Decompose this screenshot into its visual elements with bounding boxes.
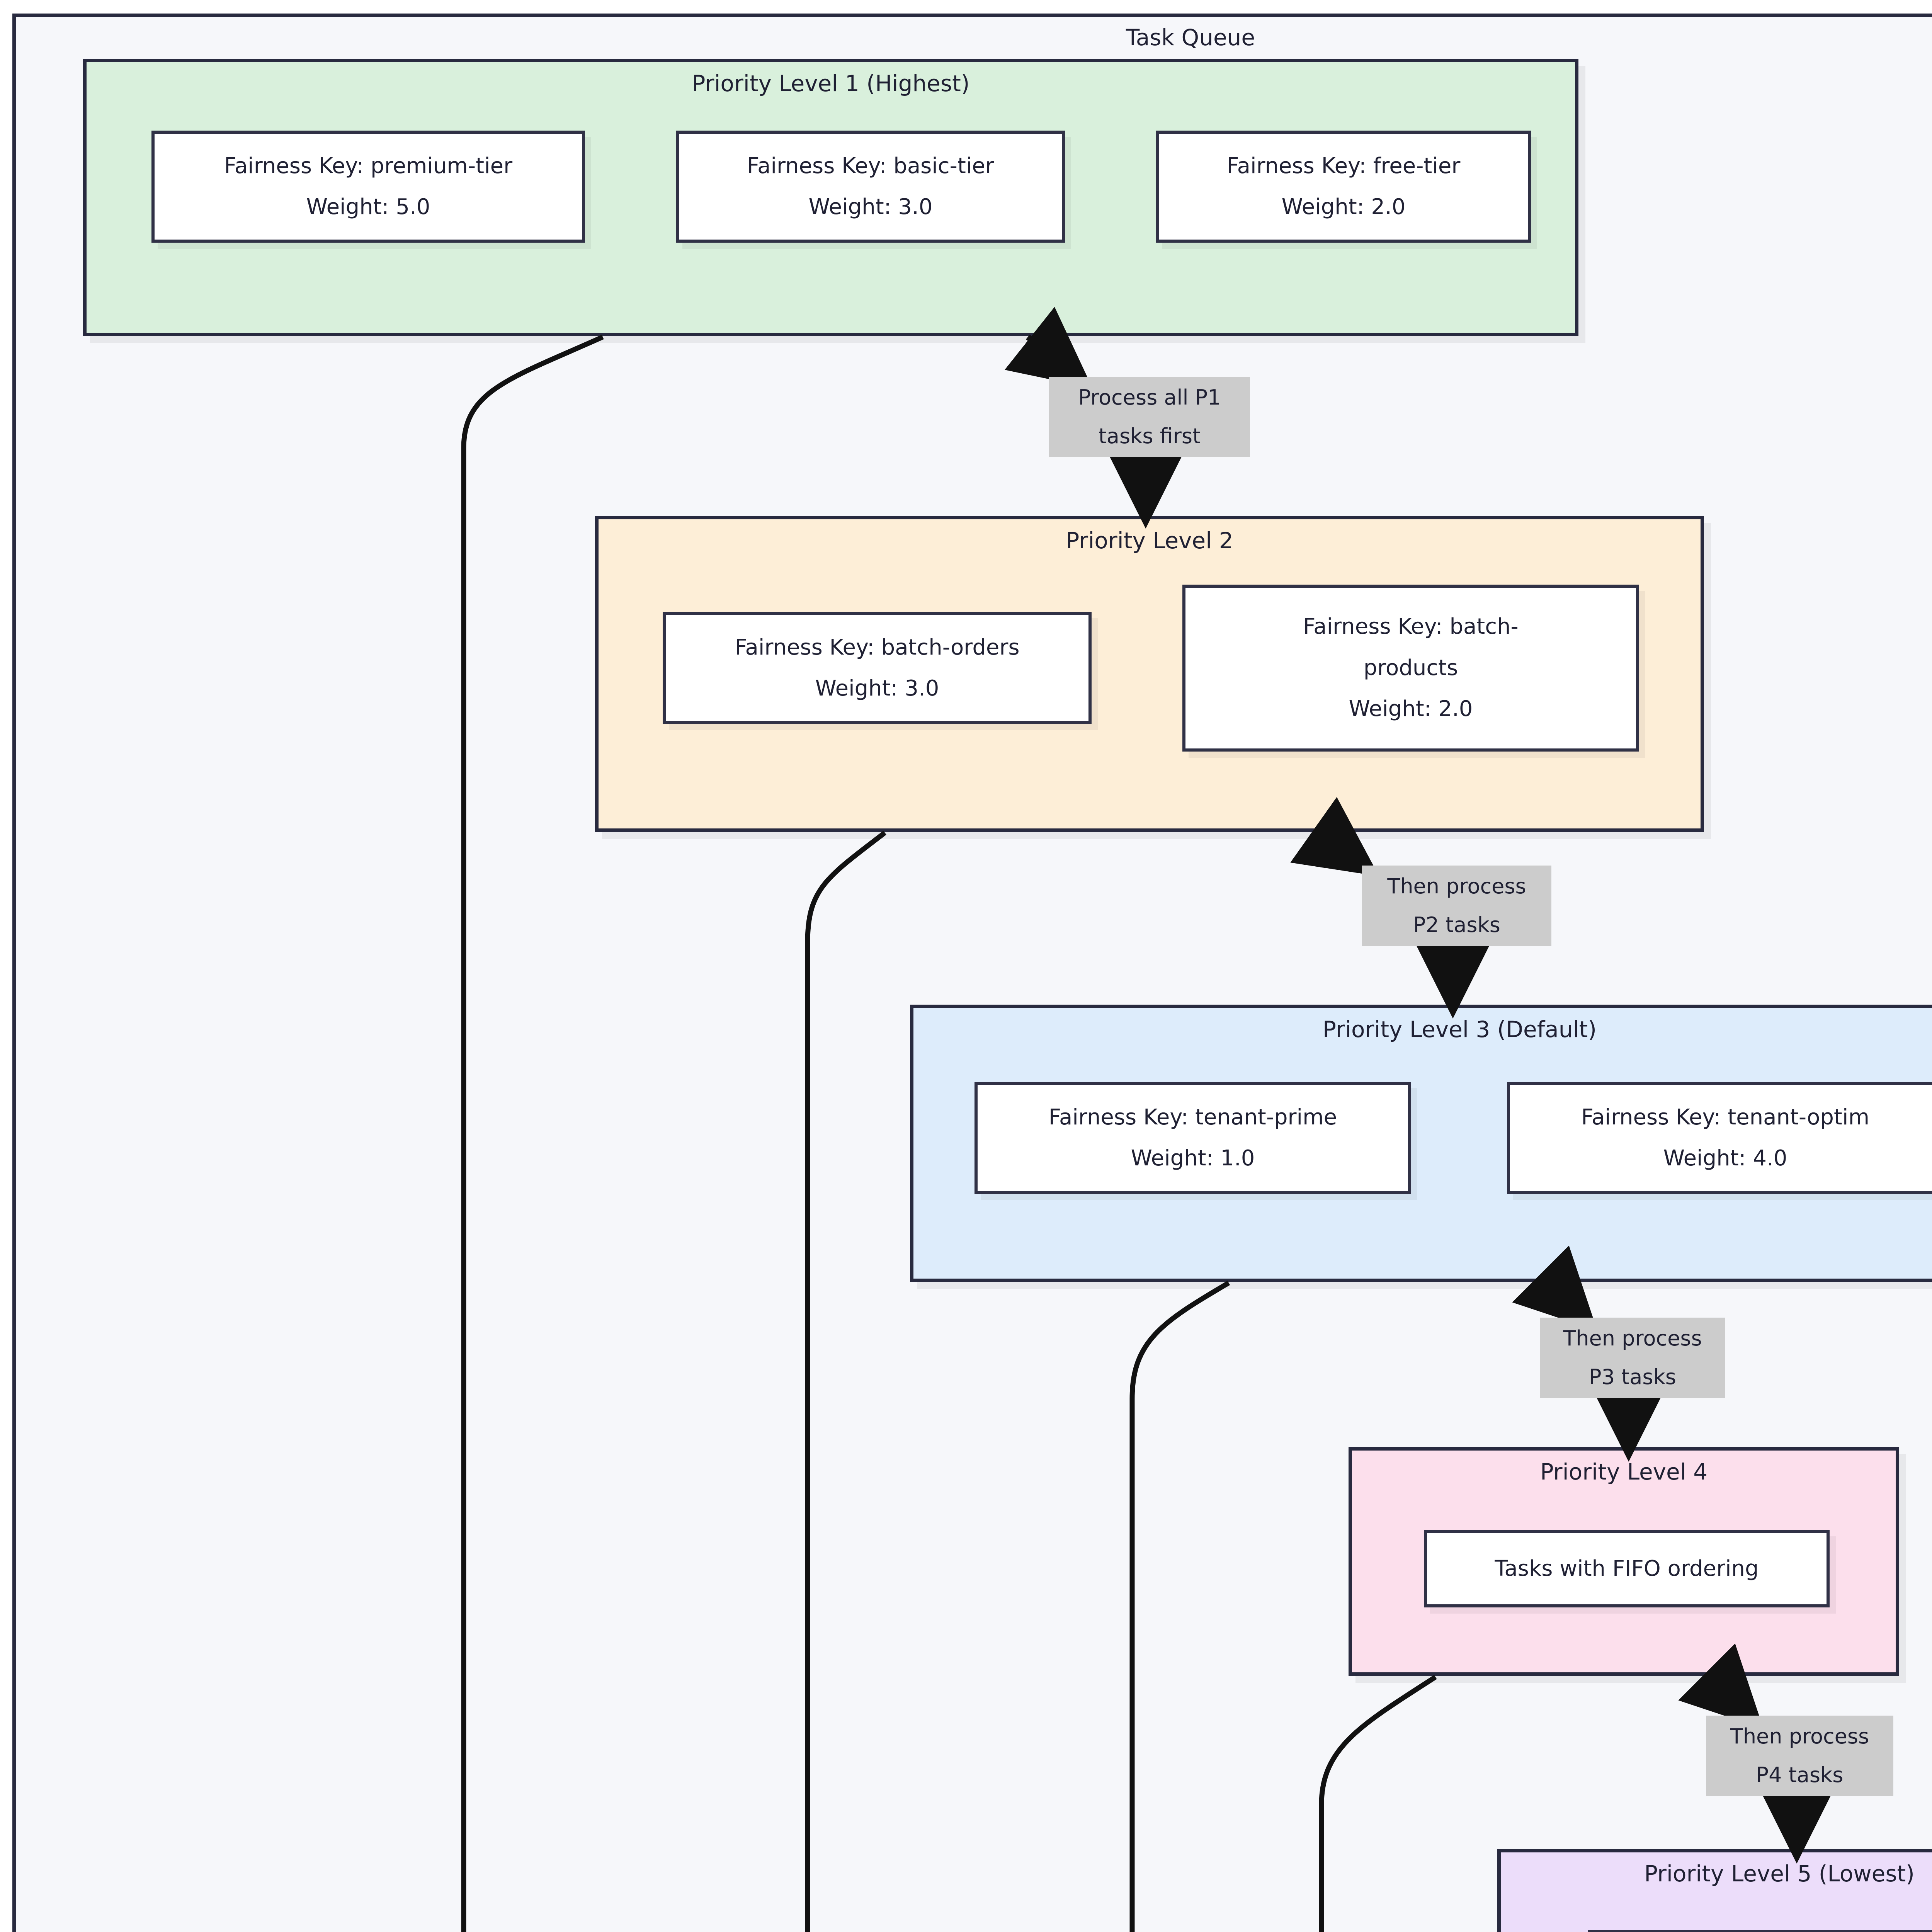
edge-label-line2: tasks first xyxy=(1098,423,1201,448)
fairness-key-label: Fairness Key: tenant-prime xyxy=(1048,1104,1337,1130)
fairness-node-basic-tier[interactable]: Fairness Key: basic-tier Weight: 3.0 xyxy=(676,131,1065,243)
edge-label-p3-p4: Then process P3 tasks xyxy=(1540,1318,1725,1398)
fairness-key-label: Fairness Key: free-tier xyxy=(1226,153,1461,179)
fairness-key-label: Fairness Key: basic-tier xyxy=(747,153,994,179)
weight-label: Weight: 2.0 xyxy=(1281,194,1406,219)
task-queue-title: Task Queue xyxy=(1126,24,1255,51)
fairness-key-label-cont: products xyxy=(1363,655,1458,680)
edge-label-line1: Then process xyxy=(1387,874,1526,898)
priority-level-5-group: Priority Level 5 (Lowest) xyxy=(1497,1849,1932,1932)
fairness-key-label: Fairness Key: premium-tier xyxy=(224,153,513,179)
priority-level-2-title: Priority Level 2 xyxy=(1066,527,1233,554)
weight-label: Weight: 4.0 xyxy=(1663,1146,1787,1171)
fairness-node-batch-orders[interactable]: Fairness Key: batch-orders Weight: 3.0 xyxy=(663,612,1092,724)
priority-level-5-title: Priority Level 5 (Lowest) xyxy=(1644,1861,1915,1887)
fairness-node-tenant-optim[interactable]: Fairness Key: tenant-optim Weight: 4.0 xyxy=(1507,1082,1932,1194)
weight-label: Weight: 1.0 xyxy=(1131,1146,1255,1171)
edge-label-line1: Then process xyxy=(1563,1326,1702,1350)
weight-label: Weight: 3.0 xyxy=(808,194,933,219)
fairness-key-label: Fairness Key: batch-orders xyxy=(735,634,1020,660)
weight-label: Weight: 3.0 xyxy=(815,676,939,701)
edge-label-line1: Then process xyxy=(1730,1724,1869,1748)
edge-label-p1-p2: Process all P1 tasks first xyxy=(1049,377,1250,457)
fifo-node-p4[interactable]: Tasks with FIFO ordering xyxy=(1424,1530,1830,1607)
fairness-node-free-tier[interactable]: Fairness Key: free-tier Weight: 2.0 xyxy=(1156,131,1531,243)
edge-label-line2: P3 tasks xyxy=(1589,1364,1676,1389)
fairness-key-label: Fairness Key: batch- xyxy=(1303,614,1519,639)
priority-level-3-title: Priority Level 3 (Default) xyxy=(1323,1016,1597,1043)
edge-label-line2: P2 tasks xyxy=(1413,912,1500,937)
priority-level-1-title: Priority Level 1 (Highest) xyxy=(692,70,970,97)
edge-label-p2-p3: Then process P2 tasks xyxy=(1362,866,1551,946)
edge-label-p4-p5: Then process P4 tasks xyxy=(1706,1716,1893,1796)
fairness-node-tenant-prime[interactable]: Fairness Key: tenant-prime Weight: 1.0 xyxy=(975,1082,1411,1194)
edge-label-line2: P4 tasks xyxy=(1756,1762,1844,1787)
weight-label: Weight: 5.0 xyxy=(306,194,430,219)
priority-level-4-title: Priority Level 4 xyxy=(1540,1459,1708,1485)
fifo-label: Tasks with FIFO ordering xyxy=(1495,1556,1759,1581)
fifo-node-p5[interactable]: Tasks with FIFO ordering xyxy=(1588,1930,1932,1932)
fairness-node-batch-products[interactable]: Fairness Key: batch- products Weight: 2.… xyxy=(1182,585,1639,752)
weight-label: Weight: 2.0 xyxy=(1349,696,1473,722)
edge-label-line1: Process all P1 xyxy=(1078,385,1221,410)
fairness-key-label: Fairness Key: tenant-optim xyxy=(1581,1104,1869,1130)
fairness-node-premium-tier[interactable]: Fairness Key: premium-tier Weight: 5.0 xyxy=(151,131,585,243)
